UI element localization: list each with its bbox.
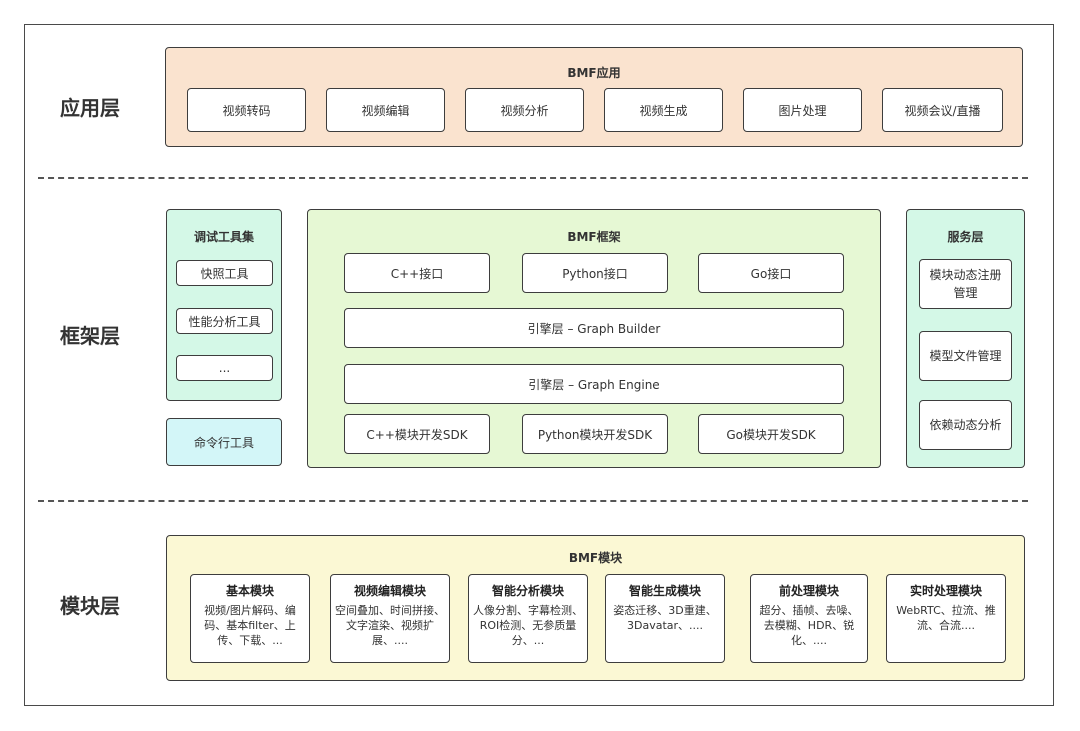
module-title: 前处理模块 xyxy=(778,584,839,598)
interface-cpp: C++接口 xyxy=(344,253,490,293)
app-layer-title: BMF应用 xyxy=(567,66,621,80)
engine-graph-builder: 引擎层 – Graph Builder xyxy=(344,308,844,348)
module-title: 智能分析模块 xyxy=(491,584,564,598)
module-title: 智能生成模块 xyxy=(628,584,701,598)
sdk-cpp: C++模块开发SDK xyxy=(344,414,490,454)
layer-label-app: 应用层 xyxy=(60,96,120,120)
app-item-edit: 视频编辑 xyxy=(326,88,445,132)
app-item-conference-live: 视频会议/直播 xyxy=(882,88,1003,132)
module-realtime: 实时处理模块 WebRTC、拉流、推流、合流.... xyxy=(886,574,1006,663)
debug-tool-snapshot: 快照工具 xyxy=(176,260,273,286)
interface-python: Python接口 xyxy=(522,253,668,293)
module-preprocessing: 前处理模块 超分、插帧、去噪、去模糊、HDR、锐化、.... xyxy=(750,574,868,663)
framework-title: BMF框架 xyxy=(567,230,621,244)
service-model-file-mgmt: 模型文件管理 xyxy=(919,331,1012,381)
app-item-transcode: 视频转码 xyxy=(187,88,306,132)
debug-tool-more: ... xyxy=(176,355,273,381)
app-item-analysis: 视频分析 xyxy=(465,88,584,132)
debug-tools-title: 调试工具集 xyxy=(193,230,254,244)
module-desc: 姿态迁移、3D重建、3Davatar、.... xyxy=(613,604,717,632)
module-ai-analysis: 智能分析模块 人像分割、字幕检测、ROI检测、无参质量分、... xyxy=(468,574,588,663)
module-desc: WebRTC、拉流、推流、合流.... xyxy=(896,604,996,632)
app-item-generation: 视频生成 xyxy=(604,88,723,132)
service-dependency-analysis: 依赖动态分析 xyxy=(919,400,1012,450)
module-desc: 超分、插帧、去噪、去模糊、HDR、锐化、.... xyxy=(759,604,859,647)
debug-tool-profiler: 性能分析工具 xyxy=(176,308,273,334)
sdk-python: Python模块开发SDK xyxy=(522,414,668,454)
app-layer-container: BMF应用 xyxy=(165,47,1023,147)
module-desc: 空间叠加、时间拼接、文字渲染、视频扩展、.... xyxy=(335,604,445,647)
separator-bottom xyxy=(38,500,1028,502)
module-desc: 视频/图片解码、编码、基本filter、上传、下载、... xyxy=(204,604,296,647)
service-layer-title: 服务层 xyxy=(947,230,984,244)
sdk-go: Go模块开发SDK xyxy=(698,414,844,454)
modules-title: BMF模块 xyxy=(568,551,623,565)
service-module-registry: 模块动态注册管理 xyxy=(919,259,1012,309)
layer-label-module: 模块层 xyxy=(60,594,120,618)
module-video-edit: 视频编辑模块 空间叠加、时间拼接、文字渲染、视频扩展、.... xyxy=(330,574,450,663)
module-basic: 基本模块 视频/图片解码、编码、基本filter、上传、下载、... xyxy=(190,574,310,663)
module-ai-generation: 智能生成模块 姿态迁移、3D重建、3Davatar、.... xyxy=(605,574,725,663)
layer-label-framework: 框架层 xyxy=(60,324,120,348)
module-title: 基本模块 xyxy=(225,584,274,598)
app-item-image: 图片处理 xyxy=(743,88,862,132)
module-title: 视频编辑模块 xyxy=(353,584,426,598)
cli-tool: 命令行工具 xyxy=(166,418,282,466)
module-desc: 人像分割、字幕检测、ROI检测、无参质量分、... xyxy=(473,604,583,647)
interface-go: Go接口 xyxy=(698,253,844,293)
separator-top xyxy=(38,177,1028,179)
module-title: 实时处理模块 xyxy=(909,584,982,598)
diagram-frame xyxy=(24,24,1054,706)
engine-graph-engine: 引擎层 – Graph Engine xyxy=(344,364,844,404)
